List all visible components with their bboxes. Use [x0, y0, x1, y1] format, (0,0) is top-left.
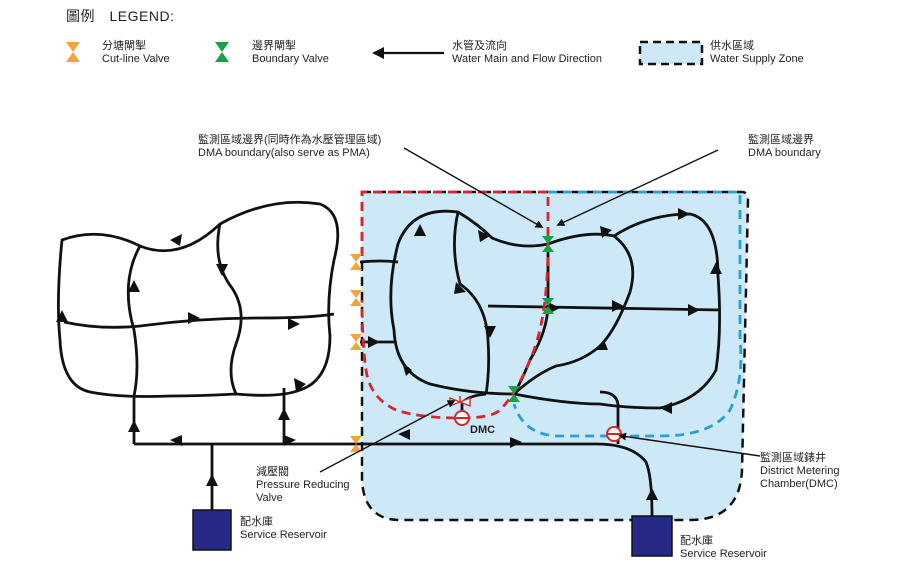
callout-prv-en2: Valve: [256, 492, 283, 504]
legend-supply-zone-en: Water Supply Zone: [710, 53, 804, 65]
callout-dma-boundary-zh: 監測區域邊界: [748, 134, 814, 146]
legend-boundary-zh: 邊界閘掣: [252, 40, 296, 52]
callout-leaders: [319, 147, 761, 473]
callout-dmc-zh: 監測區域錶井: [760, 452, 826, 464]
reservoir-right-en: Service Reservoir: [680, 548, 767, 560]
callout-prv-en1: Pressure Reducing: [256, 479, 350, 491]
callout-dma-boundary-en: DMA boundary: [748, 147, 821, 159]
legend-water-main-zh: 水管及流向: [452, 40, 507, 52]
legend-cutline-en: Cut-line Valve: [102, 53, 170, 65]
legend-supply-zone-zh: 供水區域: [710, 40, 754, 52]
legend-boundary-valve-icon: [215, 42, 229, 62]
callout-prv-zh: 減壓閥: [256, 466, 289, 478]
dmc-label: DMC: [470, 424, 496, 436]
legend-cutline-valve-icon: [66, 42, 80, 62]
callout-dmc-en2: Chamber(DMC): [760, 478, 838, 490]
cutline-valve-icon: [350, 254, 362, 452]
legend-cutline-zh: 分塘閘掣: [102, 40, 146, 52]
legend-water-main-arrow-icon: [372, 47, 444, 59]
callout-dmc-en1: District Metering: [760, 465, 840, 477]
dmc-meter-icon: [454, 410, 622, 442]
reservoir-left-zh: 配水庫: [240, 516, 273, 528]
legend-title: 圖例 LEGEND:: [66, 8, 175, 24]
boundary-valve-icon: [508, 236, 554, 402]
dma-boundary-blue: [512, 190, 743, 438]
service-reservoir-right: [631, 515, 673, 557]
reservoir-right-zh: 配水庫: [680, 535, 713, 547]
legend-supply-zone-icon: [638, 40, 704, 66]
callout-dma-pma-zh: 監測區域邊界(同時作為水壓管理區域): [198, 134, 382, 146]
legend-water-main-en: Water Main and Flow Direction: [452, 53, 602, 65]
flow-arrows: [56, 208, 722, 500]
legend-boundary-en: Boundary Valve: [252, 53, 329, 65]
reservoir-left-en: Service Reservoir: [240, 529, 327, 541]
service-reservoir-left: [192, 509, 232, 551]
callout-dma-pma-en: DMA boundary(also serve as PMA): [198, 147, 370, 159]
